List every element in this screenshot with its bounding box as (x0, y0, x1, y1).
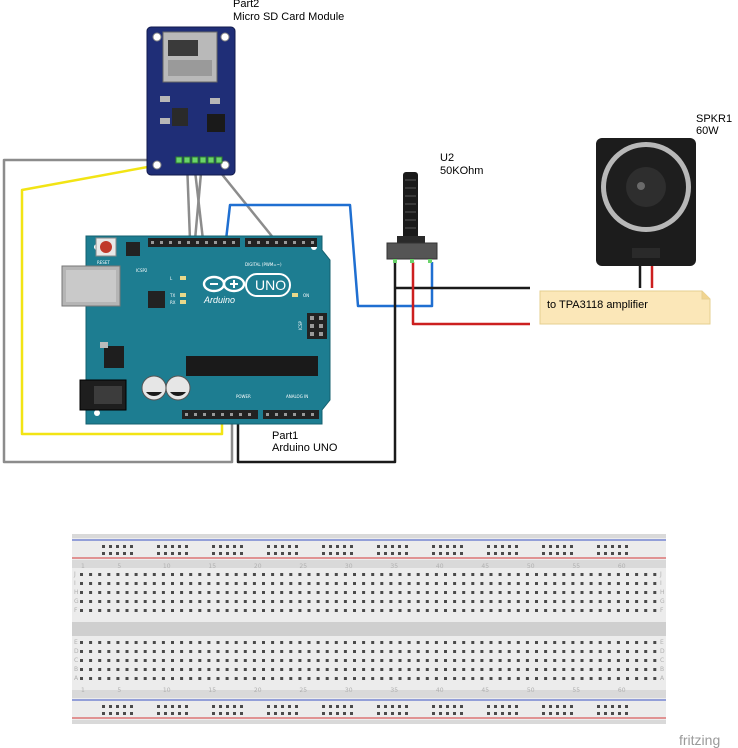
column-number: 55 (572, 687, 580, 694)
column-number: 30 (345, 563, 353, 570)
svg-text:ANALOG IN: ANALOG IN (286, 394, 308, 399)
column-number: 1 (81, 563, 85, 570)
arduino-uno-board[interactable]: RESET ICSP2 DIGITAL (PWM=~) Arduino UNO … (61, 235, 338, 454)
column-number: 15 (208, 687, 216, 694)
speaker-value: 60W (696, 125, 719, 137)
sd-module-pins (175, 156, 223, 164)
column-number: 55 (572, 563, 580, 570)
row-letter: J (73, 571, 76, 578)
sd-card-module[interactable]: Part2 Micro SD Card Module (146, 0, 344, 176)
column-number: 35 (390, 563, 398, 570)
column-number: 60 (618, 563, 626, 570)
sd-module-name: Micro SD Card Module (233, 11, 344, 23)
speaker-ref: SPKR1 (696, 113, 732, 125)
pot-ref: U2 (440, 152, 454, 164)
breadboard-column-numbers: 1155101015152020252530303535404045455050… (81, 563, 626, 694)
amplifier-note: to TPA3118 amplifier (539, 290, 711, 325)
usb-chip (148, 291, 165, 308)
row-letter: A (660, 675, 665, 682)
fritzing-watermark: fritzing (679, 732, 720, 748)
row-letter: F (74, 607, 78, 614)
row-letter: H (660, 589, 665, 596)
row-letter: E (74, 639, 78, 646)
power-header (182, 410, 319, 419)
column-number: 30 (345, 687, 353, 694)
svg-text:ICSP: ICSP (298, 320, 303, 330)
svg-text:RX: RX (170, 300, 176, 305)
row-letter: J (659, 571, 662, 578)
column-number: 20 (254, 563, 262, 570)
digital-header (148, 238, 317, 247)
column-number: 35 (390, 687, 398, 694)
reset-label: RESET (97, 260, 110, 265)
row-letter: I (660, 580, 662, 587)
wire-red-amp (411, 262, 530, 326)
row-letter: I (74, 580, 76, 587)
atmega-chip (186, 356, 318, 376)
voltage-regulator (104, 346, 124, 368)
row-letter: B (74, 666, 78, 673)
row-letter: C (660, 657, 664, 664)
row-letter: G (660, 598, 665, 605)
column-number: 40 (436, 563, 444, 570)
svg-text:L: L (170, 276, 173, 281)
breadboard: 1155101015152020252530303535404045455050… (72, 534, 666, 724)
arduino-logo: Arduino (202, 275, 246, 305)
row-letter: B (660, 666, 664, 673)
pot-value: 50KOhm (440, 165, 483, 177)
column-number: 20 (254, 687, 262, 694)
column-number: 5 (117, 687, 121, 694)
capacitors (141, 375, 191, 401)
row-letter: A (74, 675, 79, 682)
wire-yellow-vcc (20, 160, 224, 436)
column-number: 25 (299, 687, 307, 694)
column-number: 45 (481, 687, 489, 694)
uno-badge: UNO (245, 273, 291, 297)
arduino-wordmark: Arduino (203, 295, 235, 305)
note-text: to TPA3118 amplifier (547, 299, 648, 311)
potentiometer[interactable]: U2 50KOhm (386, 152, 483, 263)
breadboard-holes (80, 545, 657, 715)
svg-text:TX: TX (169, 293, 175, 298)
speaker[interactable]: SPKR1 60W (596, 113, 732, 288)
row-letter: D (74, 648, 79, 655)
row-letter: F (660, 607, 664, 614)
digital-label: DIGITAL (PWM=~) (245, 262, 282, 267)
wire-gray-gnd (2, 158, 234, 464)
row-letter: D (660, 648, 665, 655)
column-number: 5 (117, 563, 121, 570)
sd-module-ref: Part2 (233, 0, 259, 10)
column-number: 40 (436, 687, 444, 694)
column-number: 10 (163, 687, 171, 694)
column-number: 1 (81, 687, 85, 694)
row-letter: C (74, 657, 78, 664)
arduino-name: Arduino UNO (272, 442, 338, 454)
arduino-ref: Part1 (272, 430, 298, 442)
row-letter: E (660, 639, 664, 646)
svg-text:UNO: UNO (255, 277, 286, 293)
column-number: 25 (299, 563, 307, 570)
column-number: 50 (527, 687, 535, 694)
row-letter: G (74, 598, 79, 605)
svg-text:ON: ON (303, 293, 309, 298)
column-number: 45 (481, 563, 489, 570)
row-letter: H (74, 589, 79, 596)
wire-black-gnd (236, 262, 397, 464)
column-number: 15 (208, 563, 216, 570)
icsp2-label: ICSP2 (136, 268, 148, 273)
column-number: 10 (163, 563, 171, 570)
column-number: 50 (527, 563, 535, 570)
column-number: 60 (618, 687, 626, 694)
wire-blue-signal (224, 203, 434, 308)
svg-text:POWER: POWER (236, 394, 251, 399)
